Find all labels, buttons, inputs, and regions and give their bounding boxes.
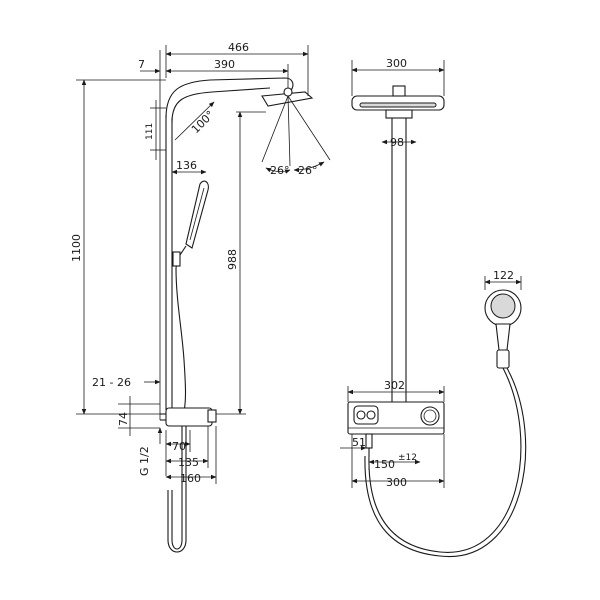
connection-label: G 1/2 [138,446,151,476]
dim-122-label: 122 [493,269,514,282]
front-view: 300 98 302 51 150 ±12 300 [340,57,527,557]
hand-shower-holder [172,251,181,267]
dim-150-label: 150 [374,458,395,471]
dim-tolerance-label: ±12 [398,453,417,463]
hand-shower-detail [189,187,205,241]
thermostat-body-side [165,407,213,427]
front-button-2 [366,410,376,420]
dim-7-label: 7 [138,58,145,71]
dim-51-label: 51 [352,436,366,449]
dim-111-label: 111 [145,123,155,140]
front-head-mount [392,85,406,97]
dim-302-label: 302 [384,379,405,392]
dim-466-label: 466 [228,41,249,54]
hose-upper [175,267,187,413]
head-joint [283,87,293,97]
hose-loop-front [171,426,183,550]
front-button-panel [353,405,379,425]
front-hand-spray-face [490,293,516,319]
front-hand-handle [495,323,511,351]
front-head-nozzles [359,102,437,108]
spray-line-2 [287,95,291,167]
dim-98-label: 98 [390,136,404,149]
thermostat-knob-side [207,409,217,423]
head-angle-pointer [174,101,215,141]
front-hand-holder [496,349,510,369]
spray-angle-right-label: 26° [298,164,318,177]
dim-988-label: 988 [226,249,239,270]
dim-front-300-label: 300 [386,57,407,70]
front-arm-stub [385,109,413,119]
head-angle-label: 100° [189,108,217,136]
spray-line-1 [261,95,289,163]
dim-160-label: 160 [180,472,201,485]
dim-bottom-300-label: 300 [386,476,407,489]
shower-arm-upper [165,77,294,119]
front-inlet-left [365,433,373,449]
side-view: 26° 26° 100° 466 390 7 [70,41,331,553]
dim-74-label: 74 [117,412,130,426]
dim-21-26-label: 21 - 26 [92,376,131,389]
spray-angle-left-label: 26° [270,164,290,177]
dim-136-label: 136 [176,159,197,172]
dim-390-label: 390 [214,58,235,71]
spray-arc-left [265,167,291,174]
spray-line-3 [287,95,331,161]
shower-arm-lower [171,87,271,123]
dim-135-label: 135 [178,456,199,469]
front-button-1 [356,410,366,420]
spray-arc-right [293,161,325,173]
front-hose-outer [368,367,522,553]
front-knob-inner [423,409,437,423]
dim-1100-label: 1100 [70,234,83,262]
front-hose-inner [364,367,527,557]
dim-70-label: 70 [172,440,186,453]
hose-loop-back [167,426,187,553]
